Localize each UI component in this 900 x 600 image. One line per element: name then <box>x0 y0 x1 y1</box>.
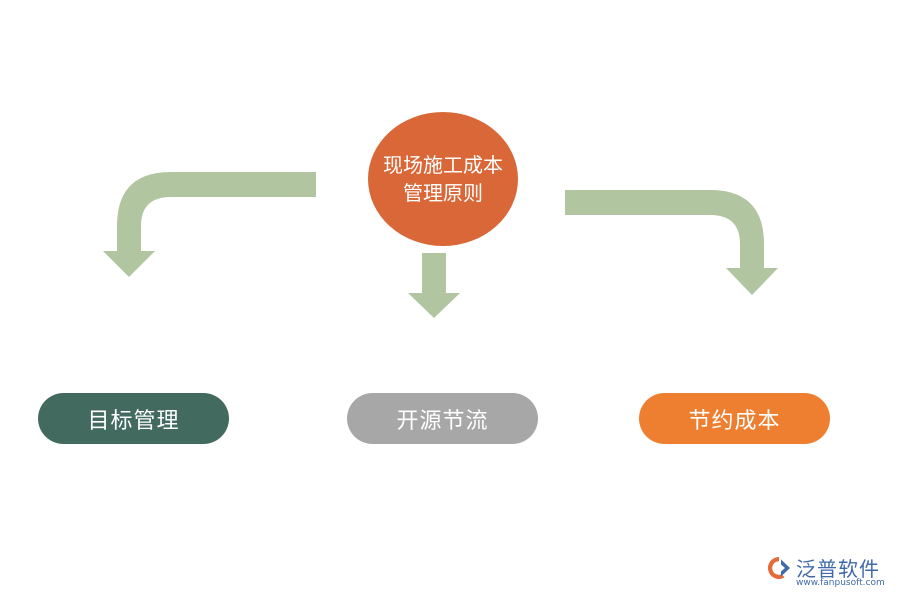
node-save-cost: 节约成本 <box>639 393 830 444</box>
node-target-management: 目标管理 <box>38 393 229 444</box>
arrow-right <box>565 190 778 295</box>
node-target-management-label: 目标管理 <box>87 408 180 434</box>
fanpu-logo-icon <box>768 557 790 579</box>
center-node-label: 现场施工成本管理原则 <box>383 153 503 205</box>
center-node: 现场施工成本管理原则 <box>368 112 518 246</box>
arrow-left <box>103 172 316 277</box>
logo-url: www.fanpusoft.com <box>796 578 885 588</box>
arrow-middle <box>408 253 460 318</box>
brand-logo: 泛普软件 www.fanpusoft.com <box>766 553 890 593</box>
node-save-cost-label: 节约成本 <box>688 408 781 434</box>
logo-name: 泛普软件 <box>796 557 880 581</box>
node-open-source-save-label: 开源节流 <box>396 408 489 434</box>
node-open-source-save: 开源节流 <box>347 393 538 444</box>
